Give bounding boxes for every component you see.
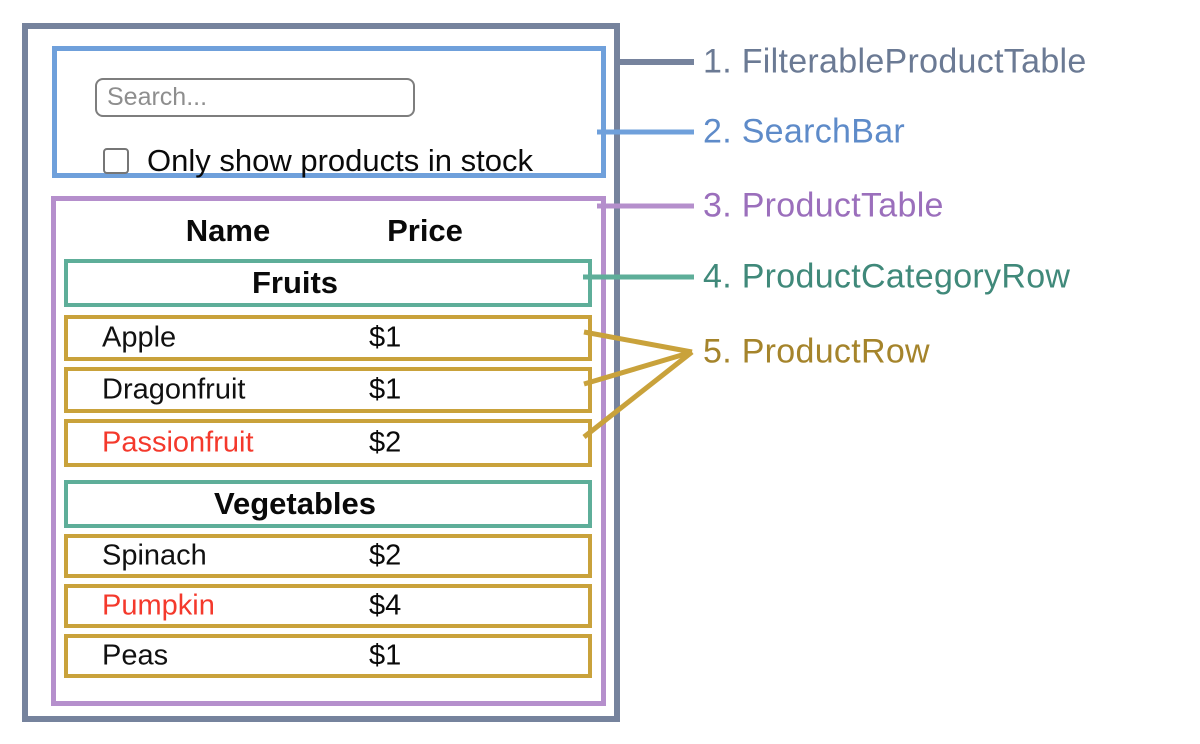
column-header-price: Price (387, 213, 463, 248)
product-price: $4 (369, 589, 402, 622)
product-price: $2 (369, 539, 402, 572)
product-row-peas: Peas $1 (64, 634, 592, 678)
legend-label-filterable-product-table: 1. FilterableProductTable (703, 42, 1087, 81)
in-stock-checkbox-label: Only show products in stock (147, 143, 533, 178)
product-row-apple: Apple $1 (64, 315, 592, 361)
legend-label-product-category-row: 4. ProductCategoryRow (703, 257, 1071, 296)
legend-label-search-bar: 2. SearchBar (703, 112, 906, 151)
category-row-vegetables: Vegetables (64, 480, 592, 528)
product-table-box: Name Price Fruits Apple $1 Dragonfruit $… (51, 196, 606, 706)
in-stock-checkbox[interactable] (103, 148, 129, 174)
filterable-product-table-box: Only show products in stock Name Price F… (22, 23, 620, 722)
product-name: Spinach (102, 539, 207, 572)
product-price: $1 (369, 321, 402, 354)
search-input[interactable] (95, 78, 415, 117)
product-row-passionfruit: Passionfruit $2 (64, 419, 592, 467)
stock-filter-row: Only show products in stock (103, 138, 533, 184)
product-row-spinach: Spinach $2 (64, 534, 592, 578)
category-label: Vegetables (214, 486, 376, 521)
category-label: Fruits (251, 265, 339, 300)
column-header-name: Name (185, 213, 271, 248)
search-bar-box: Only show products in stock (52, 46, 606, 178)
product-name: Pumpkin (102, 589, 215, 622)
legend-label-product-table: 3. ProductTable (703, 186, 944, 225)
product-row-dragonfruit: Dragonfruit $1 (64, 367, 592, 413)
product-price: $2 (369, 426, 402, 459)
product-row-pumpkin: Pumpkin $4 (64, 584, 592, 628)
product-price: $1 (369, 639, 402, 672)
legend-label-product-row: 5. ProductRow (703, 332, 930, 371)
product-name: Dragonfruit (102, 373, 246, 406)
product-price: $1 (369, 373, 402, 406)
product-name: Passionfruit (102, 426, 254, 459)
category-row-fruits: Fruits (64, 259, 592, 307)
product-name: Peas (102, 639, 169, 672)
product-name: Apple (102, 321, 177, 354)
